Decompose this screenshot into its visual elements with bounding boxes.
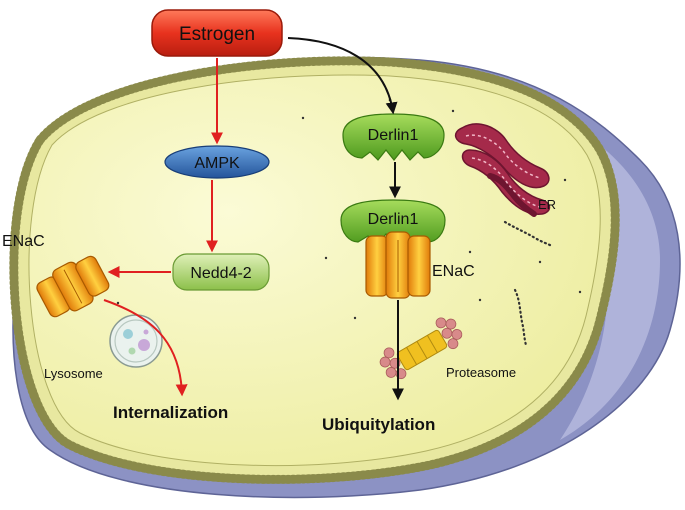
lysosome-shape (109, 314, 163, 368)
enac-membrane-channel (36, 255, 110, 318)
er-organelle (454, 123, 551, 217)
enac-membrane-label: ENaC (2, 233, 45, 250)
ampk-shape (164, 145, 270, 179)
nedd4-2-box (172, 253, 270, 291)
enac-bound-label: ENaC (432, 263, 475, 280)
enac-bound-channel (365, 231, 431, 299)
lysosome-label: Lysosome (44, 366, 103, 381)
ubiquitylation-label: Ubiquitylation (322, 415, 435, 434)
estrogen-label: Estrogen (179, 24, 255, 45)
proteasome-label: Proteasome (446, 365, 516, 380)
derlin1-bound-label: Derlin1 (368, 211, 419, 228)
nedd4-2-label: Nedd4-2 (190, 265, 251, 282)
ampk-label: AMPK (194, 155, 240, 172)
cytoplasm-particles (116, 98, 582, 320)
internalization-label: Internalization (113, 403, 228, 422)
er-label: ER (538, 197, 556, 212)
cytoplasm (28, 74, 601, 467)
derlin1-bound-shape (340, 199, 446, 245)
vesicle-chain-2 (513, 288, 528, 347)
arrow-enac-to-internalization (103, 299, 188, 397)
arrow-estrogen-to-derlin1 (287, 37, 398, 115)
estrogen-box (151, 9, 283, 57)
vesicle-chain-1 (503, 220, 554, 248)
derlin1-er-label: Derlin1 (368, 127, 419, 144)
derlin1-er-shape (342, 113, 445, 161)
